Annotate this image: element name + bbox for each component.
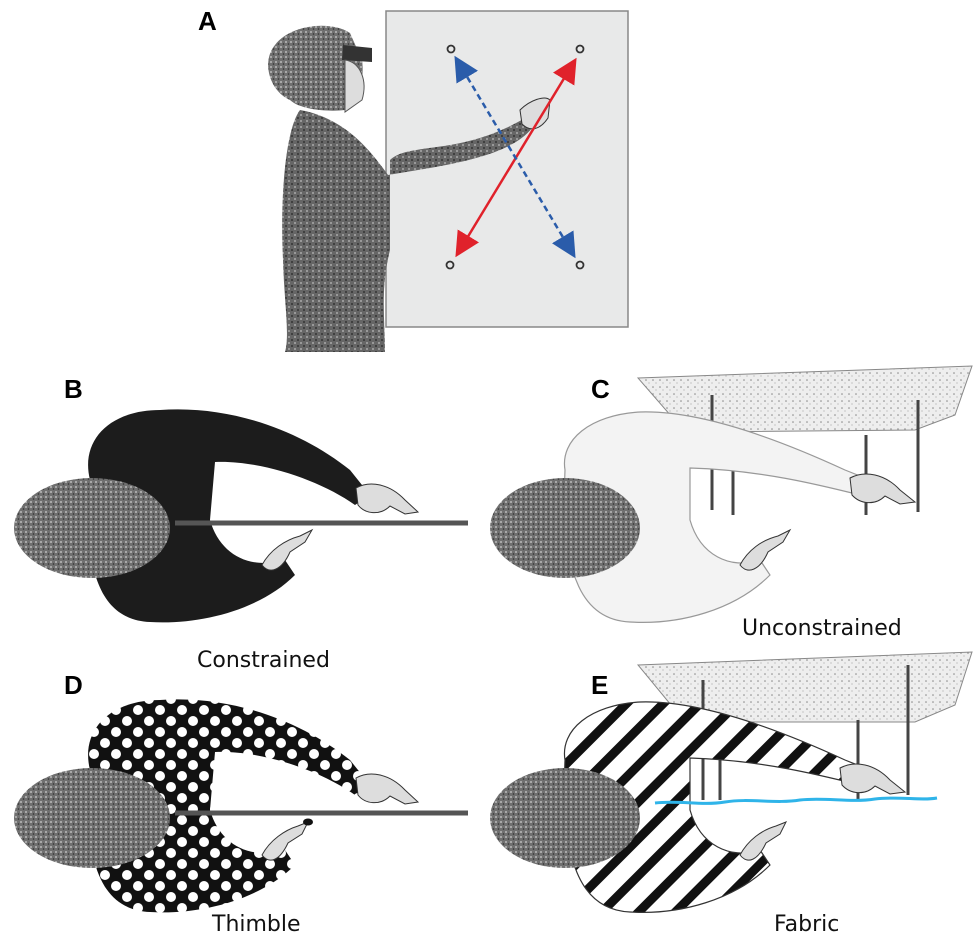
target-dot-top-left (446, 44, 456, 54)
panel-c-illustration (490, 365, 973, 623)
thimble (303, 818, 313, 826)
panel-b-illustration (14, 409, 468, 623)
caption-thimble: Thimble (212, 912, 301, 937)
panel-label-c: C (591, 374, 610, 404)
striped-shirt (563, 701, 871, 913)
panel-d-illustration (14, 699, 468, 913)
pointing-hand-left-e (739, 821, 788, 861)
target-dot-top-right (575, 44, 585, 54)
panel-a-illustration (268, 10, 629, 352)
head-hair-c (490, 478, 640, 578)
target-dot-bottom-left (445, 260, 455, 270)
caption-constrained: Constrained (197, 648, 330, 673)
pointing-hand-left-c (739, 528, 792, 571)
panel-e-illustration (490, 651, 973, 913)
panel-label-e: E (591, 670, 609, 700)
pointing-hand-right-c (849, 473, 917, 505)
pointing-hand-right-e (839, 763, 907, 795)
head-hair-e (490, 768, 640, 868)
panel-label-a: A (198, 6, 217, 36)
polka-dot-shirt (88, 699, 370, 913)
pointing-hand-left (261, 528, 314, 571)
dark-shirt (88, 409, 370, 623)
target-dot-bottom-right (575, 260, 585, 270)
pointing-hand-right (355, 483, 420, 515)
pointing-hand-right-d (355, 773, 420, 805)
caption-unconstrained: Unconstrained (742, 616, 902, 641)
head-hair-d (14, 768, 170, 868)
blue-dashed-arrow (454, 55, 576, 259)
standing-person (268, 25, 551, 352)
fabric-line (654, 796, 938, 805)
panel-label-d: D (64, 670, 83, 700)
light-shirt (563, 411, 871, 623)
caption-fabric: Fabric (774, 912, 840, 937)
head-hair (14, 478, 170, 578)
panel-label-b: B (64, 374, 83, 404)
thimble-hand (261, 821, 310, 861)
